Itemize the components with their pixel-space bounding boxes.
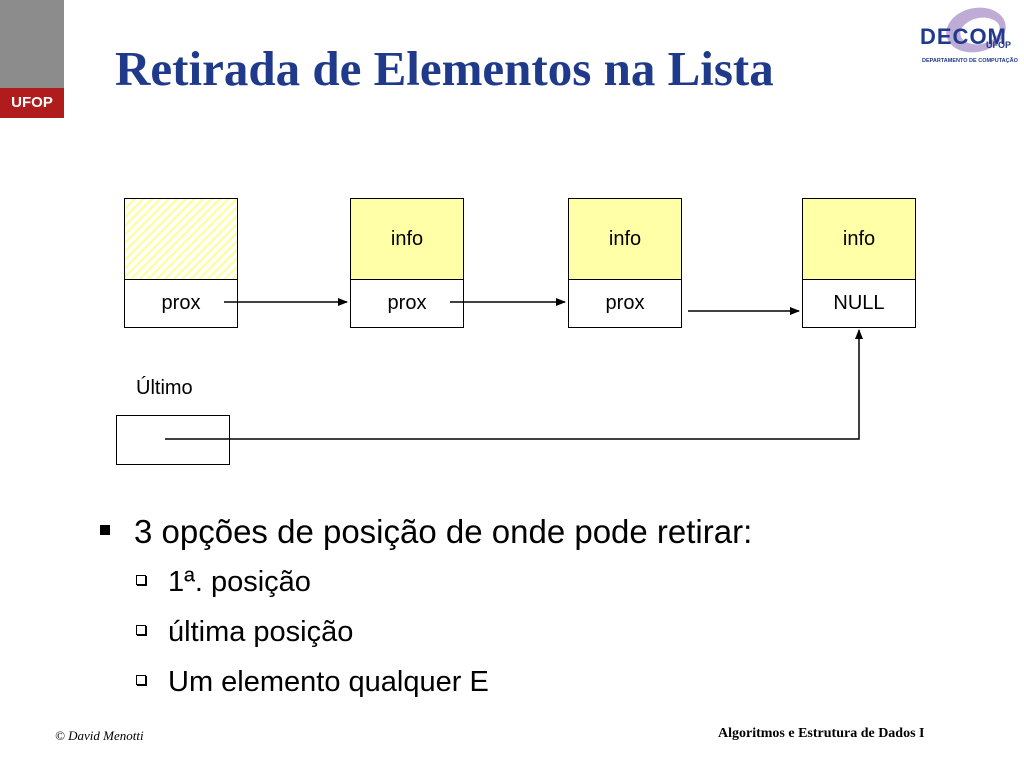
decom-logo: DECOM UFOP DEPARTAMENTO DE COMPUTAÇÃO xyxy=(918,2,1018,68)
sub-bullet-1: 1ª. posição xyxy=(136,566,311,599)
slide-title: Retirada de Elementos na Lista xyxy=(115,41,774,96)
decom-logo-sub: UFOP xyxy=(986,40,1012,50)
ufop-logo-text: UFOP xyxy=(0,88,64,118)
hollow-square-bullet-icon xyxy=(136,675,146,686)
footer-course: Algoritmos e Estrutura de Dados I xyxy=(718,726,925,741)
node-info-cell: info xyxy=(351,199,463,280)
footer-author: © David Menotti xyxy=(55,728,144,743)
node-null-cell: NULL xyxy=(803,280,915,327)
bullet-main-text: 3 opções de posição de onde pode retirar… xyxy=(134,513,753,550)
node-prox-cell: prox xyxy=(125,280,237,327)
ufop-seal-icon xyxy=(0,0,64,88)
list-node-last: info NULL xyxy=(802,198,916,328)
sub-bullet-2: última posição xyxy=(136,616,353,649)
decom-logo-dept: DEPARTAMENTO DE COMPUTAÇÃO xyxy=(922,58,1018,64)
node-info-cell: info xyxy=(803,199,915,280)
hollow-square-bullet-icon xyxy=(136,625,146,636)
bullet-square-icon xyxy=(100,525,110,536)
ufop-logo: UFOP xyxy=(0,0,64,118)
decom-logo-word: DECOM xyxy=(920,24,1007,49)
node-info-cell xyxy=(125,199,237,280)
bullet-main: 3 opções de posição de onde pode retirar… xyxy=(100,513,752,551)
ultimo-pointer-box xyxy=(116,415,230,465)
list-node-1: info prox xyxy=(350,198,464,328)
sub-bullet-3: Um elemento qualquer E xyxy=(136,666,489,699)
list-node-head: prox xyxy=(124,198,238,328)
arrow-ultimo-to-last xyxy=(165,329,863,440)
node-prox-cell: prox xyxy=(569,280,681,327)
ultimo-label: Último xyxy=(136,377,193,399)
node-prox-cell: prox xyxy=(351,280,463,327)
node-info-cell: info xyxy=(569,199,681,280)
hollow-square-bullet-icon xyxy=(136,575,146,586)
list-node-2: info prox xyxy=(568,198,682,328)
